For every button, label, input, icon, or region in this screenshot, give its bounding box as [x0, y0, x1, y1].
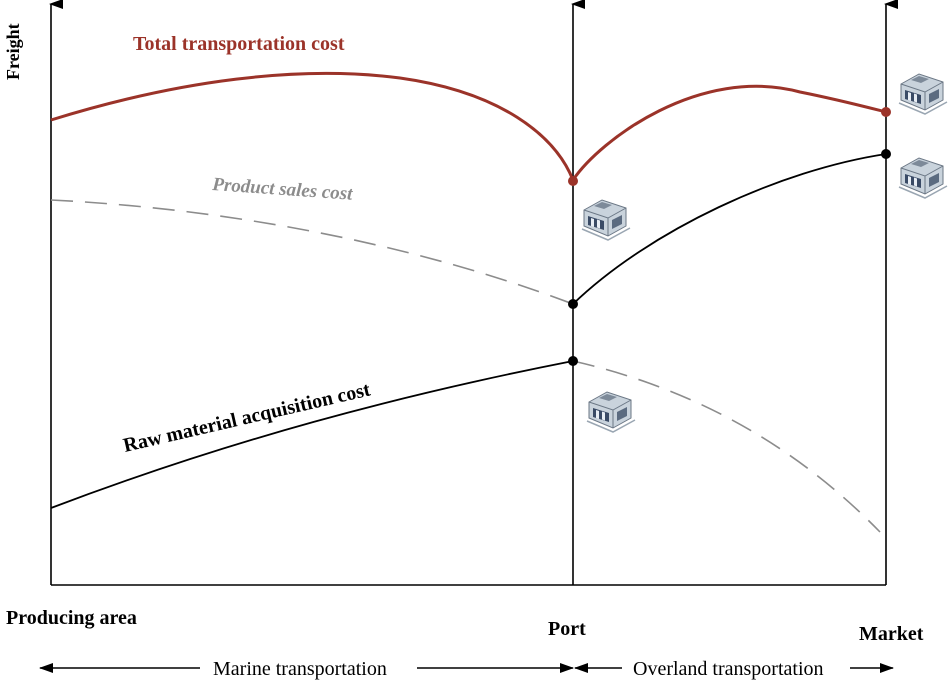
- total-cost-port-point: [568, 176, 578, 186]
- raw-material-label: Raw material acquisition cost: [121, 379, 373, 457]
- warehouse-building-icon: [586, 391, 636, 433]
- market-label: Market: [859, 623, 924, 645]
- y-axis-label: Freight: [3, 23, 23, 80]
- product-sales-overland-curve: [572, 153, 887, 305]
- total-cost-curve: [50, 71, 887, 184]
- marine-transportation-label: Marine transportation: [213, 658, 387, 680]
- producing-area-label: Producing area: [6, 607, 137, 629]
- product-sales-curve: [50, 199, 574, 305]
- raw-material-curve: [50, 360, 574, 509]
- total-cost-market-point: [881, 107, 891, 117]
- raw-material-dashed-curve: [572, 360, 881, 533]
- product-port-point: [568, 299, 578, 309]
- product-sales-label: Product sales cost: [211, 174, 354, 205]
- overland-transportation-label: Overland transportation: [633, 658, 824, 680]
- warehouse-building-icon: [581, 199, 631, 241]
- warehouse-building-icon: [898, 157, 948, 199]
- raw-port-point: [568, 356, 578, 366]
- port-label: Port: [548, 618, 586, 640]
- total-cost-label: Total transportation cost: [133, 33, 345, 55]
- warehouse-building-icon: [898, 73, 948, 115]
- product-market-point: [881, 149, 891, 159]
